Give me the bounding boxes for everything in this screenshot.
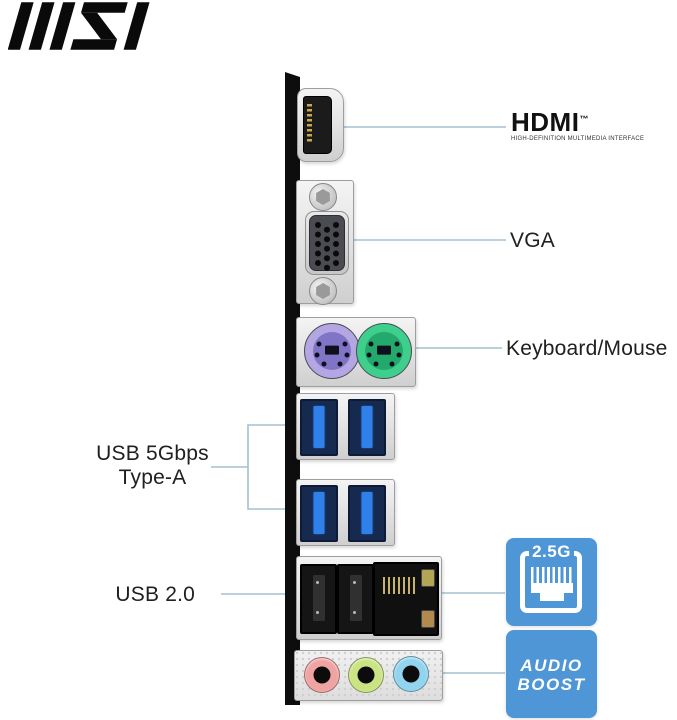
usb2-lan-block [296, 556, 442, 640]
ethernet-led-bottom [421, 610, 435, 628]
hdmi-wordmark: HDMI [511, 107, 580, 137]
vga-screw-bottom [309, 277, 337, 305]
usb3-port [348, 485, 386, 542]
usb2-label: USB 2.0 [115, 583, 195, 606]
audio-jack-lineout [348, 657, 384, 693]
usb2-port-1 [300, 564, 337, 634]
usb3-port [300, 485, 338, 542]
ethernet-icon-pins [531, 567, 573, 584]
ps2-mouse-port [356, 323, 412, 379]
hdmi-port-pins [307, 104, 312, 144]
audio-jack-linein [393, 656, 429, 692]
hdmi-sublabel: HIGH-DEFINITION MULTIMEDIA INTERFACE [511, 136, 645, 142]
ethernet-pins [383, 577, 417, 594]
usb3-label: USB 5Gbps Type-A [96, 442, 209, 489]
audio-jack-mic [304, 657, 340, 693]
msi-logo [8, 2, 150, 50]
lan-speed-text: 2.5G [529, 542, 574, 562]
keyboard-mouse-label: Keyboard/Mouse [506, 337, 668, 360]
usb3-port-pair-1 [296, 393, 395, 460]
ethernet-port [373, 562, 439, 636]
vga-label: VGA [510, 229, 555, 252]
usb2-port-2 [337, 564, 374, 634]
hdmi-tm: ™ [579, 114, 589, 124]
audio-boost-text: AUDIO BOOST [517, 656, 586, 694]
ps2-keyboard-port [304, 323, 360, 379]
lan-25g-badge: 2.5G [506, 538, 597, 626]
hdmi-label: HDMI™ HIGH-DEFINITION MULTIMEDIA INTERFA… [511, 106, 645, 142]
usb3-port-pair-2 [296, 479, 395, 546]
ethernet-led-top [421, 569, 435, 587]
vga-screw-top [309, 183, 337, 211]
vga-pin-grid [315, 222, 321, 228]
usb3-port [300, 399, 338, 456]
audio-boost-badge: AUDIO BOOST [506, 630, 597, 718]
usb3-port [348, 399, 386, 456]
